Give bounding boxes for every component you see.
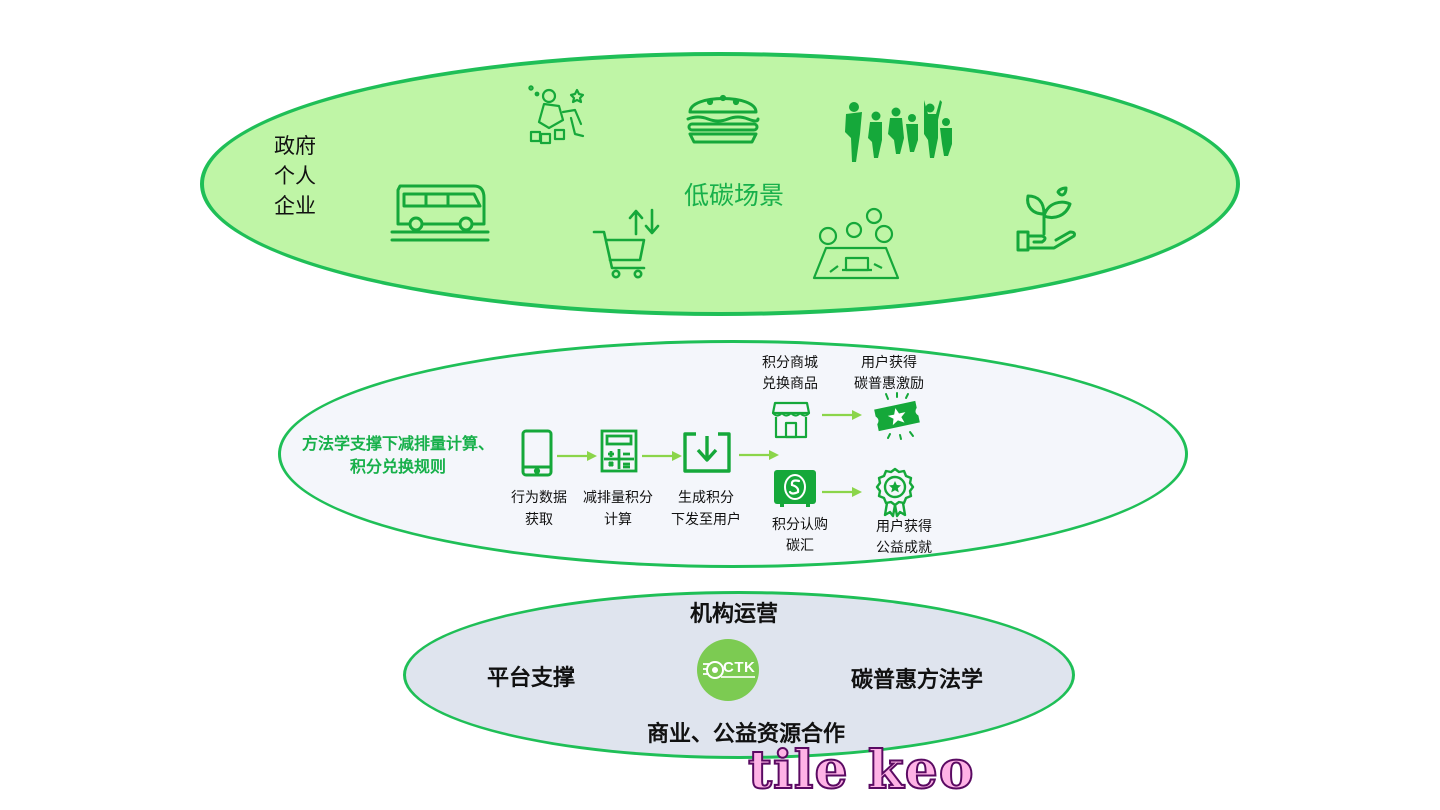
branch-label-line: 兑换商品 xyxy=(762,375,818,391)
step-label-data: 行为数据 获取 xyxy=(511,486,567,530)
actor-individual: 个人 xyxy=(274,165,316,188)
result-label-line: 公益成就 xyxy=(876,539,932,555)
result-label-line: 用户获得 xyxy=(876,518,932,534)
branch-label-line: 碳汇 xyxy=(786,537,814,553)
rule-line-1: 方法学支撑下减排量计算、 xyxy=(301,436,495,453)
org-operation-label: 机构运营 xyxy=(689,601,779,626)
low-carbon-scenarios-label: 低碳场景 xyxy=(684,182,785,210)
step-label-line: 计算 xyxy=(604,511,632,527)
step-label-line: 下发至用户 xyxy=(671,511,741,527)
ticket-star-icon xyxy=(870,392,924,440)
rule-line-2: 积分兑换规则 xyxy=(349,459,447,476)
group-jumping-icon xyxy=(842,98,954,164)
step-label-calc: 减排量积分 计算 xyxy=(583,486,653,530)
arrow-generate-to-use xyxy=(739,450,779,460)
credit-process-ellipse xyxy=(278,340,1188,568)
ctk-logo-mark-icon xyxy=(703,661,724,679)
step-label-line: 获取 xyxy=(525,511,553,527)
award-badge-icon xyxy=(875,467,915,518)
branch-label-line: 积分认购 xyxy=(772,516,828,532)
arrow-sink-to-achievement xyxy=(822,487,862,497)
step-label-line: 减排量积分 xyxy=(583,489,653,505)
step-label-generate: 生成积分 下发至用户 xyxy=(671,486,741,530)
burger-icon xyxy=(686,86,760,144)
watermark-text: tile keo xyxy=(747,739,975,802)
bus-icon xyxy=(390,182,490,244)
arrow-calc-to-generate xyxy=(642,451,682,461)
download-box-icon xyxy=(682,432,732,474)
shopping-cart-icon xyxy=(592,206,666,280)
smartphone-icon xyxy=(521,429,553,477)
store-icon xyxy=(771,401,811,439)
methodology-label: 碳普惠方法学 xyxy=(851,667,984,692)
actors-list: 政府 个人 企业 xyxy=(274,132,316,222)
calculator-icon xyxy=(600,429,638,473)
platform-support-label: 平台支撑 xyxy=(487,665,576,690)
ctk-logo-underline xyxy=(721,676,755,678)
result-label-line: 用户获得 xyxy=(861,354,917,370)
branch-label-sink: 积分认购 碳汇 xyxy=(772,514,828,556)
actor-enterprise: 企业 xyxy=(274,195,316,218)
branch-label-line: 积分商城 xyxy=(762,354,818,370)
result-label-line: 碳普惠激励 xyxy=(854,375,924,391)
kids-playing-icon xyxy=(525,84,591,148)
ctk-logo-text: CTK xyxy=(723,659,756,676)
meeting-table-icon xyxy=(812,207,900,282)
step-label-line: 行为数据 xyxy=(511,489,567,505)
arrow-store-to-incentive xyxy=(822,410,862,420)
plant-in-hand-icon xyxy=(1014,186,1080,256)
step-label-line: 生成积分 xyxy=(678,489,734,505)
methodology-rule-text: 方法学支撑下减排量计算、 积分兑换规则 xyxy=(302,433,494,479)
carbon-sink-icon xyxy=(772,468,818,508)
result-label-incentive: 用户获得 碳普惠激励 xyxy=(854,352,924,394)
arrow-data-to-calc xyxy=(557,451,597,461)
low-carbon-scenarios-ellipse xyxy=(200,52,1240,316)
branch-label-store: 积分商城 兑换商品 xyxy=(762,352,818,394)
resource-cooperation-label: 商业、公益资源合作 xyxy=(646,721,846,746)
actor-government: 政府 xyxy=(274,135,316,158)
ctk-logo: CTK xyxy=(697,639,759,701)
result-label-achievement: 用户获得 公益成就 xyxy=(876,516,932,558)
